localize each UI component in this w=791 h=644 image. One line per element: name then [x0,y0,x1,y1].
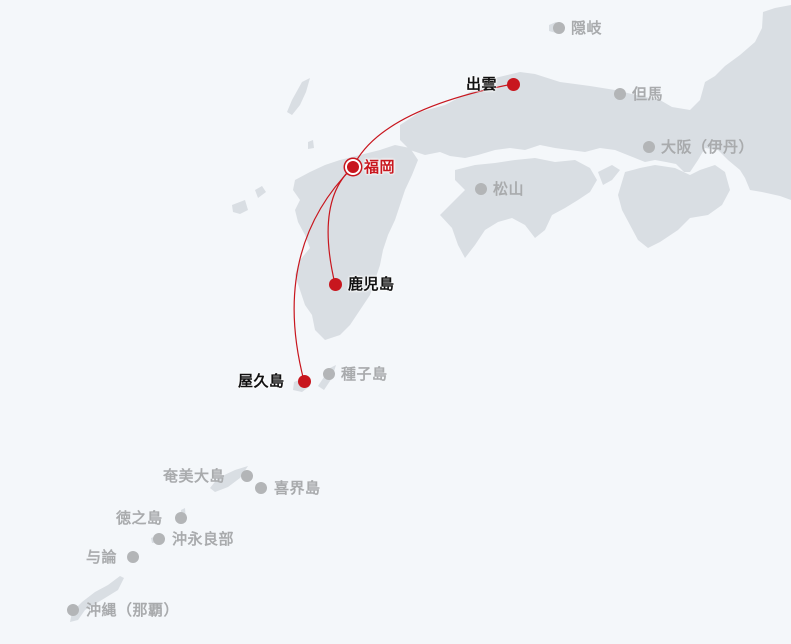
airport-label-yakushima[interactable]: 屋久島 [238,372,285,390]
airport-dot-okinoerabu [153,533,165,545]
airport-dot-kikai [255,482,267,494]
airport-label-tokunoshima: 徳之島 [116,509,163,527]
land-kii [618,165,730,248]
airport-label-fukuoka[interactable]: 福岡 [364,158,396,176]
airport-dot-yoron [127,551,139,563]
airport-dot-kagoshima[interactable] [329,278,342,291]
airport-dot-tokunoshima [175,512,187,524]
airport-label-oki: 隠岐 [571,19,603,37]
airport-dot-fukuoka[interactable] [347,161,359,173]
airport-label-kagoshima[interactable]: 鹿児島 [348,275,395,293]
land-awaji [598,165,620,185]
airport-label-okinoerabu: 沖永良部 [172,530,235,548]
airport-dot-osaka-itami [643,141,655,153]
land-shikoku [440,158,597,258]
airport-dot-tajima [614,88,626,100]
airport-dot-okinawa-naha [67,604,79,616]
airport-dot-tanegashima [323,368,335,380]
airport-dot-oki [553,22,565,34]
land-amami [210,466,248,492]
route-fukuoka-yakushima [293,166,354,382]
airport-dot-izumo[interactable] [507,78,520,91]
land-tsushima [287,78,310,115]
airport-label-tanegashima: 種子島 [341,365,388,383]
airport-dot-amami [241,470,253,482]
airport-label-tajima: 但馬 [632,85,664,103]
airport-label-matsuyama: 松山 [493,180,525,198]
airport-label-yoron: 与論 [86,548,118,566]
land-honshu [400,5,791,200]
airport-label-osaka-itami: 大阪（伊丹） [661,138,755,156]
land-goto [232,186,266,214]
route-fukuoka-izumo [352,83,514,168]
airport-dot-yakushima[interactable] [298,375,311,388]
airport-dot-matsuyama [475,183,487,195]
land-iki [308,140,314,149]
airport-label-okinawa-naha: 沖縄（那覇） [86,601,180,619]
land-okinawa [70,576,124,622]
airport-label-izumo[interactable]: 出雲 [466,75,498,93]
airport-label-kikai: 喜界島 [274,479,321,497]
land-kyushu [293,145,418,340]
airport-label-amami: 奄美大島 [163,467,226,485]
